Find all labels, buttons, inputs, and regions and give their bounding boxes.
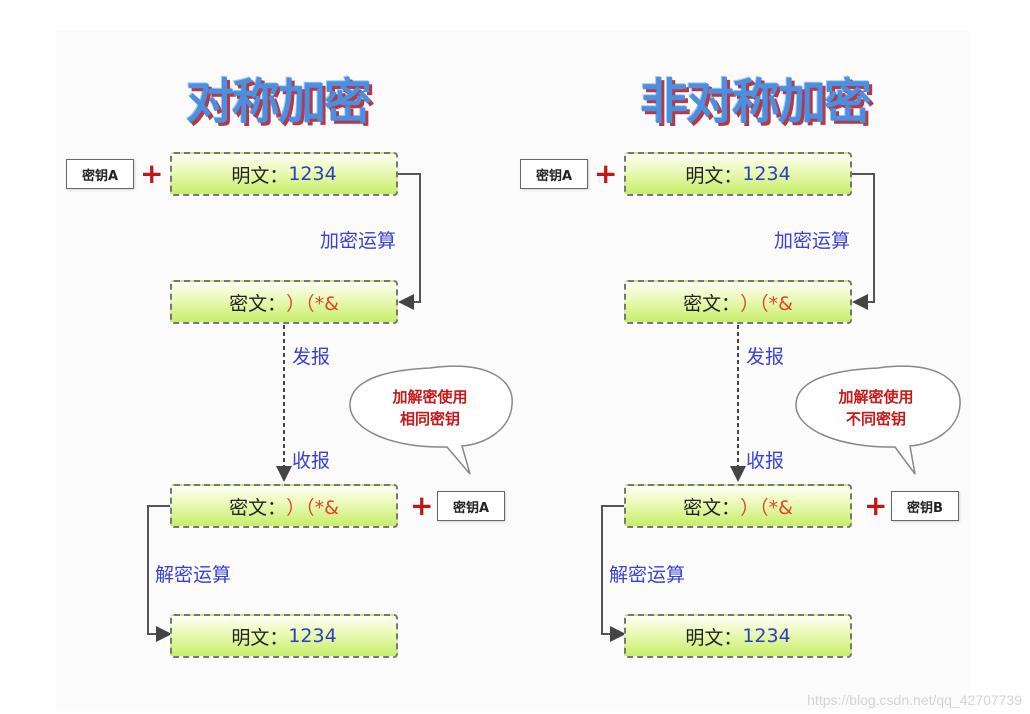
- speech-bubble: 加解密使用 不同密钥: [808, 386, 944, 430]
- decrypt-op-label: 解密运算: [609, 564, 686, 586]
- received-ciphertext-box: 密文：）（*&: [624, 484, 852, 528]
- key-a-box: 密钥A: [520, 159, 588, 189]
- ciphertext-value: ）（*&: [740, 292, 793, 315]
- ciphertext-value: ）（*&: [286, 496, 339, 519]
- bubble-line1: 加解密使用: [392, 388, 468, 406]
- key-a-decrypt-box: 密钥A: [437, 491, 505, 521]
- received-ciphertext-box: 密文：）（*&: [170, 484, 398, 528]
- ciphertext-label: 密文：: [683, 496, 741, 519]
- plaintext-value: 1234: [288, 625, 337, 647]
- plaintext-label: 明文：: [685, 164, 743, 187]
- encrypt-op-label: 加密运算: [320, 230, 397, 252]
- ciphertext-value: ）（*&: [286, 292, 339, 315]
- plaintext-value: 1234: [742, 625, 791, 647]
- plus-icon: +: [864, 489, 888, 522]
- receive-label: 收报: [292, 450, 331, 472]
- ciphertext-label: 密文：: [229, 496, 287, 519]
- asymmetric-title: 非对称加密: [640, 74, 872, 130]
- plaintext-box: 明文：1234: [624, 152, 852, 196]
- send-label: 发报: [746, 346, 785, 368]
- plaintext-value: 1234: [742, 163, 791, 185]
- plaintext-label: 明文：: [231, 626, 289, 649]
- key-a-box: 密钥A: [66, 159, 134, 189]
- decrypt-op-label: 解密运算: [155, 564, 232, 586]
- ciphertext-box: 密文：）（*&: [170, 280, 398, 324]
- plaintext-box: 明文：1234: [170, 152, 398, 196]
- plaintext-label: 明文：: [231, 164, 289, 187]
- diagram-canvas: [55, 30, 970, 710]
- bubble-line2: 相同密钥: [399, 410, 460, 428]
- encrypt-op-label: 加密运算: [774, 230, 851, 252]
- plus-icon: +: [140, 157, 164, 190]
- send-label: 发报: [292, 346, 331, 368]
- plus-icon: +: [594, 157, 618, 190]
- key-b-decrypt-box: 密钥B: [891, 491, 959, 521]
- bubble-line2: 不同密钥: [845, 410, 906, 428]
- decrypted-plaintext-box: 明文：1234: [624, 614, 852, 658]
- ciphertext-value: ）（*&: [740, 496, 793, 519]
- decrypted-plaintext-box: 明文：1234: [170, 614, 398, 658]
- ciphertext-label: 密文：: [683, 292, 741, 315]
- plaintext-label: 明文：: [685, 626, 743, 649]
- plus-icon: +: [410, 489, 434, 522]
- symmetric-title: 对称加密: [186, 74, 372, 130]
- plaintext-value: 1234: [288, 163, 337, 185]
- watermark: https://blog.csdn.net/qq_42707739: [807, 692, 1022, 708]
- ciphertext-box: 密文：）（*&: [624, 280, 852, 324]
- ciphertext-label: 密文：: [229, 292, 287, 315]
- receive-label: 收报: [746, 450, 785, 472]
- speech-bubble: 加解密使用 相同密钥: [362, 386, 498, 430]
- bubble-line1: 加解密使用: [838, 388, 914, 406]
